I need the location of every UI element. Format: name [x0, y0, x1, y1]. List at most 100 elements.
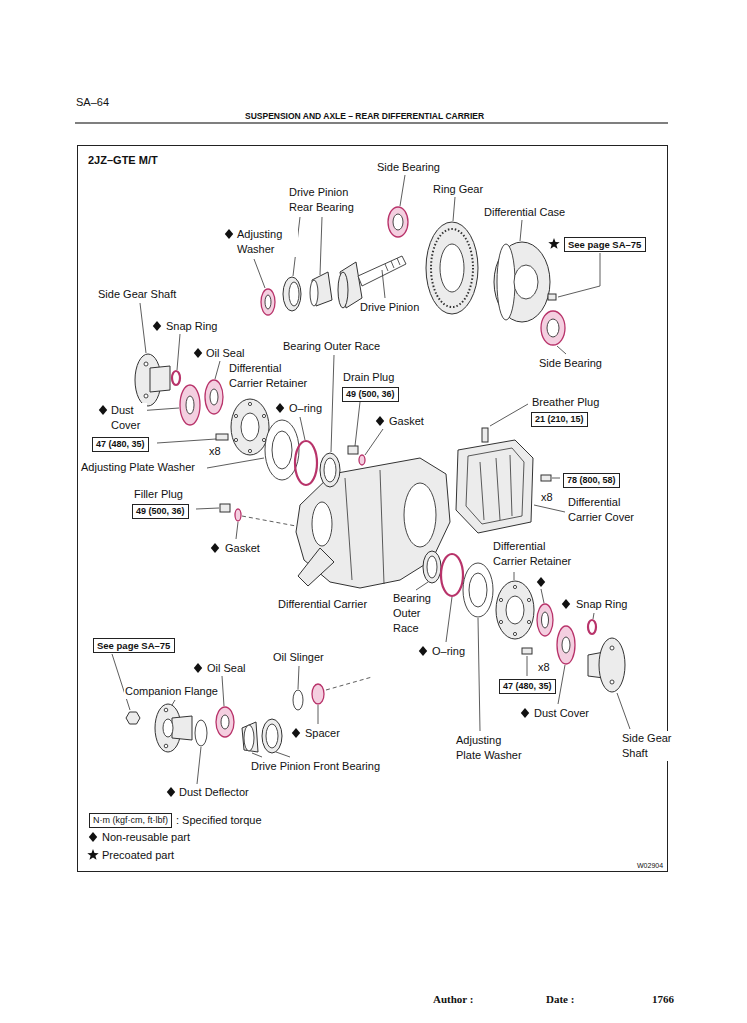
part-label: Drive Pinion Front Bearing	[250, 759, 381, 774]
part-label: Dust Cover	[533, 706, 590, 721]
bolt-hole	[164, 744, 168, 748]
companion-flange-bore	[163, 719, 173, 737]
leader-line	[514, 572, 515, 580]
side-bearing	[388, 207, 408, 237]
non-reusable-mark	[276, 403, 284, 413]
dust-cover	[557, 626, 575, 664]
unit-text: N·m (kgf·cm, ft·lbf)	[93, 815, 168, 826]
leader-lines	[112, 175, 630, 784]
ring-gear	[426, 222, 478, 314]
torque-box: 47 (480, 35)	[499, 679, 556, 694]
washer-hole	[265, 295, 271, 309]
carrier-cover	[456, 440, 533, 533]
leader-line	[541, 589, 544, 603]
part-label: O–ring	[431, 644, 466, 659]
cover-rib	[466, 448, 524, 524]
non-reusable-mark	[153, 321, 161, 331]
part-label: Companion Flange	[124, 684, 219, 699]
housing-rib	[345, 470, 384, 584]
legend-entry: : Specified torque	[175, 813, 263, 828]
adjusting-washer	[261, 289, 275, 315]
part-label: Breather Plug	[531, 395, 600, 410]
leader-line	[207, 458, 264, 468]
oil-seal	[210, 389, 218, 405]
bearing-outer-race	[423, 551, 441, 583]
case-window	[514, 265, 538, 299]
footer-field: Date :	[545, 992, 575, 1007]
side-bearing	[541, 311, 565, 345]
pinion-gear	[338, 272, 348, 308]
oil-seal	[216, 707, 234, 737]
leader-line	[172, 700, 175, 705]
bolt-hole	[499, 598, 502, 601]
leader-line	[534, 505, 565, 512]
torque-box: 49 (500, 36)	[342, 387, 399, 402]
oil-seal	[537, 604, 553, 636]
front-bearing-race	[262, 719, 282, 753]
snap-ring	[588, 620, 596, 634]
carrier-bore	[312, 502, 332, 546]
leader-line	[276, 752, 290, 757]
leader-line	[215, 361, 220, 379]
companion-flange-hub	[172, 716, 192, 740]
carrier-retainer	[231, 399, 269, 455]
assembly-line	[326, 677, 372, 690]
non-reusable-mark	[99, 405, 107, 415]
torque-value: 47 (480, 35)	[96, 439, 145, 450]
bolt-hole	[248, 449, 251, 452]
assembly-line	[242, 516, 296, 526]
oil-seal	[221, 715, 229, 729]
header-rule	[75, 122, 668, 123]
legend-entry: Precoated part	[101, 848, 175, 863]
legend-entry: Non-reusable part	[101, 830, 191, 845]
rear-bearing-cone	[310, 280, 318, 306]
leader-line	[490, 404, 528, 426]
lock-nut	[126, 712, 140, 724]
oil-slinger	[293, 690, 303, 710]
part-label: Side Bearing	[538, 356, 603, 371]
leader-line	[453, 197, 455, 221]
case-flange	[497, 244, 515, 320]
part-label: Gasket	[388, 414, 425, 429]
leader-line	[400, 175, 405, 206]
non-reusable-mark	[167, 787, 175, 797]
stud	[144, 394, 148, 398]
non-reusable-mark	[376, 416, 384, 426]
non-reusable-mark	[562, 599, 570, 609]
front-bearing-race	[266, 724, 278, 748]
stud	[144, 362, 148, 366]
pinion-spline	[385, 258, 400, 271]
legend-text: : Specified torque	[176, 814, 262, 826]
part-label: O–ring	[288, 401, 323, 416]
part-label: Side Gear Shaft	[97, 287, 177, 302]
gasket	[359, 455, 365, 465]
page-number: SA–64	[75, 95, 110, 110]
frame-title: 2JZ–GTE M/T	[88, 153, 657, 167]
bolt-hole	[262, 414, 265, 417]
carrier-retainer	[496, 581, 534, 639]
non-reusable-mark	[194, 663, 202, 673]
part-label: Dust Deflector	[178, 785, 250, 800]
oil-seal	[542, 612, 549, 628]
bolt-hole	[234, 414, 237, 417]
part-label: Oil Seal	[205, 346, 246, 361]
bearing-outer-race	[427, 556, 437, 578]
quantity-label: x8	[208, 444, 222, 459]
carrier-retainer	[506, 596, 524, 624]
legend-torque-box: N·m (kgf·cm, ft·lbf)	[89, 813, 172, 828]
spacer	[312, 684, 324, 704]
quantity-label: x8	[537, 660, 551, 675]
torque-box: 49 (500, 36)	[132, 504, 189, 519]
torque-box: 47 (480, 35)	[92, 437, 149, 452]
side-gear-shaft-hub	[150, 366, 170, 392]
legend-text: Precoated part	[102, 849, 174, 861]
torque-box: 78 (800, 58)	[563, 473, 620, 488]
part-label: Drive Pinion	[359, 300, 420, 315]
leader-line	[254, 259, 265, 288]
part-label: Side Bearing	[376, 160, 441, 175]
gasket	[235, 509, 241, 521]
rear-bearing-race	[283, 277, 301, 311]
leader-line	[478, 618, 480, 731]
part-label: Differential Carrier Cover	[567, 495, 644, 525]
